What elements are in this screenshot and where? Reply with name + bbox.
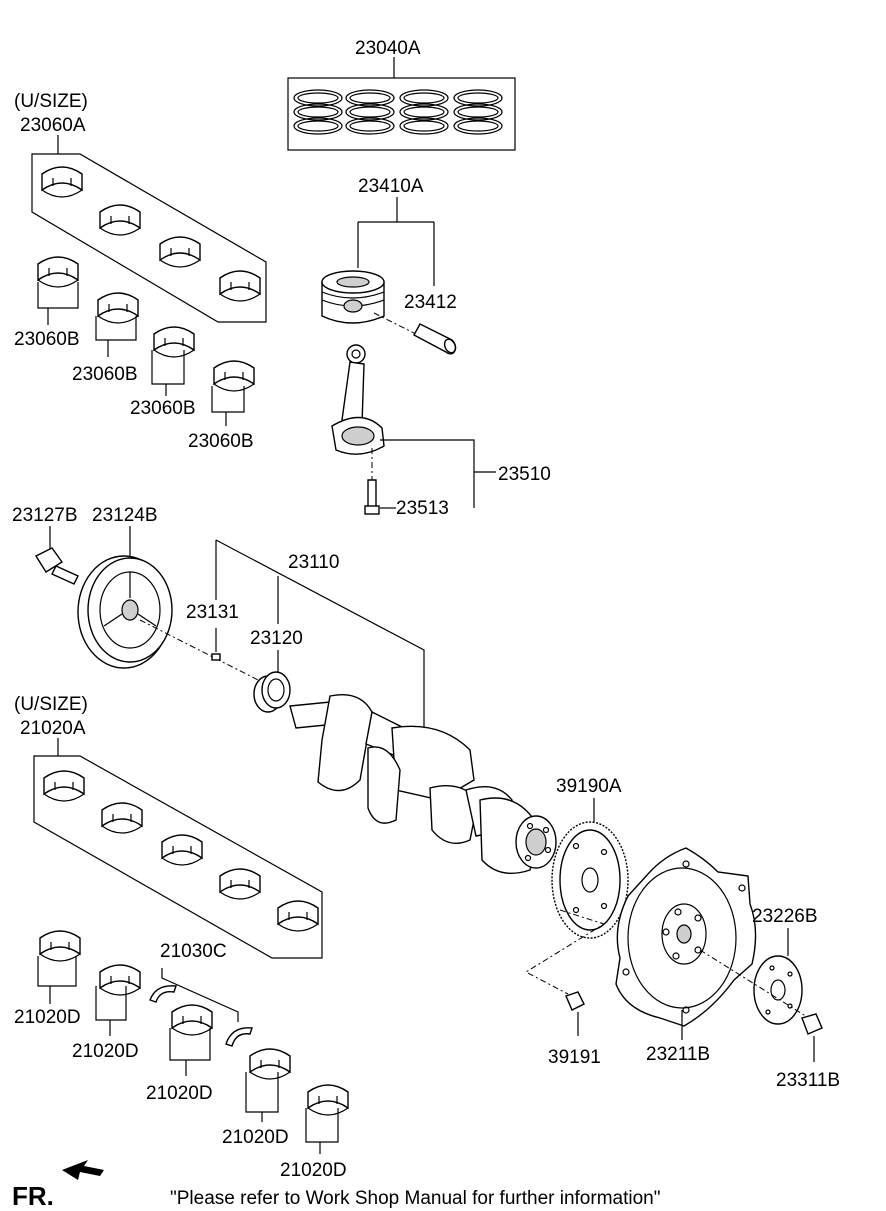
- front-direction-label: FR.: [12, 1181, 54, 1211]
- piston-assembly: [321, 197, 457, 355]
- label-crank-bearing-b4: 23060B: [188, 431, 254, 452]
- main-bearing-upper-set: [33, 738, 323, 959]
- pulley-bolt: [34, 526, 79, 585]
- label-upper-size-1: (U/SIZE): [14, 91, 88, 112]
- label-pulley-bolt: 23127B: [12, 505, 78, 526]
- label-sprocket: 23120: [250, 628, 303, 649]
- label-adapter-plate: 23226B: [752, 906, 818, 927]
- label-main-bearing-d3: 21020D: [146, 1083, 213, 1104]
- label-key: 23131: [186, 602, 239, 623]
- label-piston-ring-set: 23040A: [355, 38, 421, 59]
- crankshaft: [289, 694, 557, 874]
- label-rod-bolt: 23513: [396, 498, 449, 519]
- label-main-bearing-upper: 21020A: [20, 718, 86, 739]
- crank-bearing-upper-set: [31, 135, 267, 323]
- crank-bearing-lower-set: [37, 256, 255, 426]
- drive-plate: [615, 847, 757, 1040]
- label-crank-bearing-b3: 23060B: [130, 398, 196, 419]
- damper-pulley: [77, 526, 173, 669]
- crank-sprocket: [253, 650, 291, 713]
- label-piston-assy: 23410A: [358, 176, 424, 197]
- label-damper-pulley: 23124B: [92, 505, 158, 526]
- front-direction-arrow-icon: [62, 1160, 104, 1180]
- ring-gear-bolt: [524, 909, 606, 1036]
- thrust-bearing: [149, 968, 253, 1047]
- label-drive-plate-bolt: 23311B: [776, 1070, 840, 1091]
- adapter-plate: [699, 928, 813, 1025]
- label-crank-bearing-upper: 23060A: [20, 115, 86, 136]
- drive-plate-bolt: [801, 1013, 823, 1062]
- label-main-bearing-d1: 21020D: [14, 1007, 81, 1028]
- connecting-rod: [331, 344, 496, 515]
- crankshaft-leaders: [215, 539, 425, 730]
- label-drive-plate: 23211B: [646, 1044, 710, 1065]
- crank-key: [211, 628, 221, 661]
- label-crankshaft: 23110: [288, 552, 339, 573]
- piston-ring-set: [287, 57, 516, 151]
- label-main-bearing-d2: 21020D: [72, 1041, 139, 1062]
- label-main-bearing-d5: 21020D: [280, 1160, 347, 1181]
- label-connecting-rod: 23510: [498, 464, 551, 485]
- label-main-bearing-d4: 21020D: [222, 1127, 289, 1148]
- label-crank-bearing-b1: 23060B: [14, 329, 80, 350]
- label-thrust-bearing: 21030C: [160, 941, 227, 962]
- label-ring-gear: 39190A: [556, 776, 622, 797]
- ring-gear: [551, 798, 629, 939]
- label-upper-size-2: (U/SIZE): [14, 694, 88, 715]
- label-crank-bearing-b2: 23060B: [72, 364, 138, 385]
- footer-note: "Please refer to Work Shop Manual for fu…: [170, 1188, 660, 1209]
- main-bearing-lower-set: [37, 930, 349, 1154]
- label-ring-gear-bolt: 39191: [548, 1047, 601, 1068]
- label-piston-pin: 23412: [404, 292, 457, 313]
